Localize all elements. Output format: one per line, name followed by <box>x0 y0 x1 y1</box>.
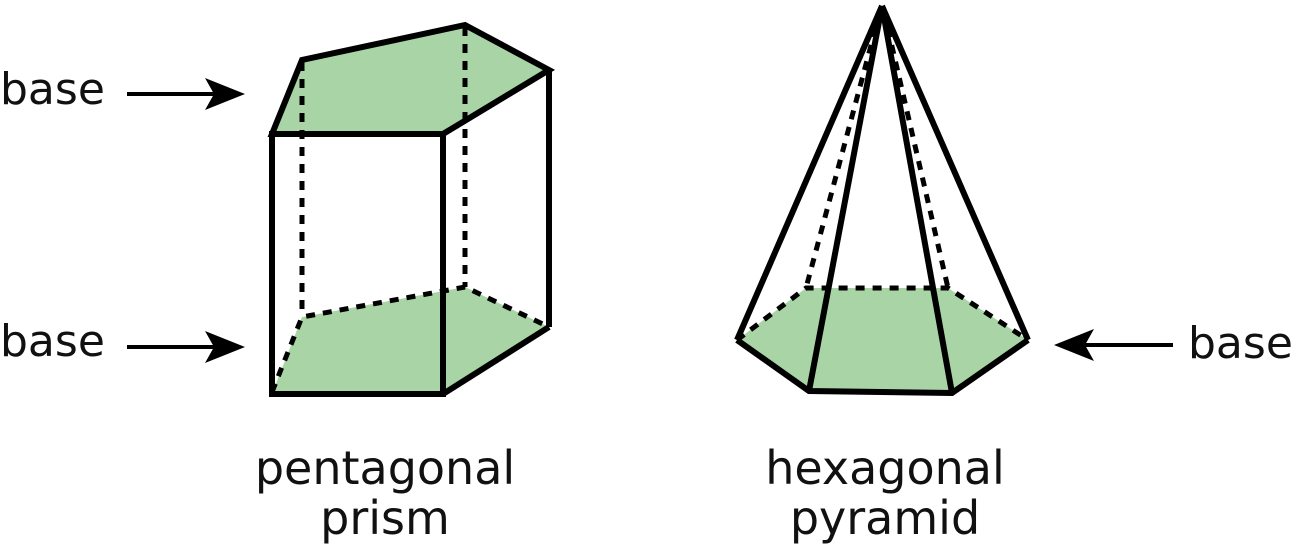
caption-pyramid: hexagonal pyramid <box>730 443 1040 543</box>
caption-prism-line2: prism <box>320 491 450 545</box>
arrow-pyramid-base <box>1054 329 1173 361</box>
arrow-top-base <box>127 78 245 110</box>
pentagonal-prism <box>267 21 556 397</box>
prism-top-base-face <box>272 25 549 134</box>
label-pyramid-base: base <box>1188 318 1293 369</box>
prism-hidden-edges <box>269 27 551 393</box>
prism-bottom-base-face <box>272 287 549 394</box>
caption-prism-line1: pentagonal <box>254 441 516 495</box>
label-prism-top-base: base <box>0 64 105 115</box>
prism-visible-edges <box>267 21 556 397</box>
caption-prism: pentagonal prism <box>230 443 540 543</box>
pyramid-visible-edges <box>734 4 1031 397</box>
caption-pyramid-line1: hexagonal <box>765 441 1005 495</box>
pyramid-base-face <box>737 288 1028 393</box>
label-prism-bottom-base: base <box>0 316 105 367</box>
pyramid-hidden-edges <box>735 11 1030 343</box>
arrow-bottom-base <box>127 331 245 363</box>
hexagonal-pyramid <box>734 4 1031 397</box>
caption-pyramid-line2: pyramid <box>789 491 981 545</box>
